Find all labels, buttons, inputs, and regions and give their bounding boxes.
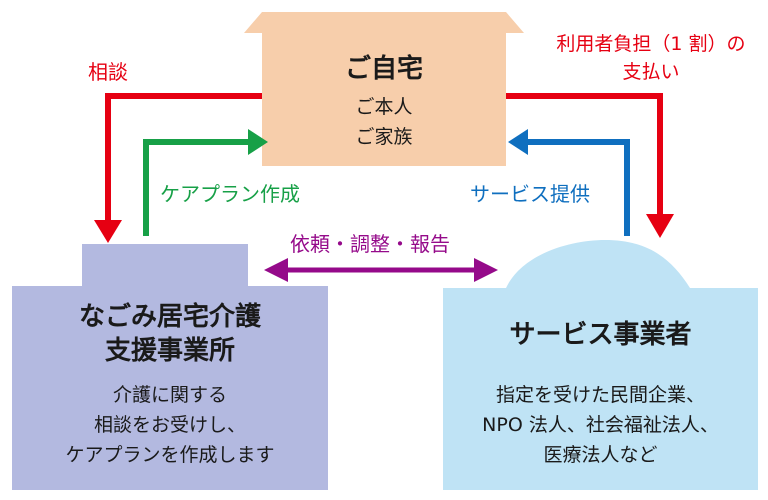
request-arrowhead-left	[264, 258, 288, 282]
payment-label: 利用者負担（1 割）の 支払い	[540, 30, 762, 86]
home-box	[244, 12, 524, 166]
care-office-box	[12, 244, 328, 490]
care-plan-arrow	[143, 139, 250, 236]
care-plan-label: ケアプラン作成	[160, 182, 300, 206]
consult-label: 相談	[88, 60, 128, 84]
consult-arrow	[105, 93, 262, 222]
service-label: サービス提供	[470, 182, 590, 206]
service-arrowhead	[508, 129, 528, 155]
home-title: ご自宅	[344, 54, 423, 84]
care-plan-arrowhead	[248, 129, 268, 155]
payment-arrowhead	[646, 214, 674, 238]
payment-label-line-1: 利用者負担（1 割）の	[556, 33, 746, 55]
service-provider-text: サービス事業者 指定を受けた民間企業、 NPO 法人、社会福祉法人、 医療法人な…	[443, 318, 758, 470]
request-label: 依頼・調整・報告	[290, 232, 450, 256]
home-line-1: ご本人	[355, 96, 413, 118]
care-office-title-line-1: なごみ居宅介護	[78, 302, 261, 332]
care-office-text: なごみ居宅介護 支援事業所 介護に関する 相談をお受けし、 ケアプランを作成しま…	[12, 300, 328, 470]
service-provider-title: サービス事業者	[509, 320, 692, 350]
payment-arrow	[506, 93, 663, 216]
consult-arrowhead	[94, 220, 122, 243]
service-provider-desc-line-2: NPO 法人、社会福祉法人、	[482, 414, 719, 436]
home-line-2: ご家族	[355, 126, 413, 148]
service-arrow	[526, 139, 630, 236]
service-provider-box	[443, 240, 758, 490]
service-provider-desc-line-3: 医療法人など	[543, 444, 658, 466]
payment-label-line-2: 支払い	[622, 61, 680, 83]
home-text: ご自宅 ご本人 ご家族	[262, 52, 506, 152]
care-office-desc-line-1: 介護に関する	[112, 384, 227, 406]
care-office-desc-line-2: 相談をお受けし、	[93, 414, 246, 436]
service-provider-desc-line-1: 指定を受けた民間企業、	[495, 384, 705, 406]
request-arrowhead-right	[474, 258, 498, 282]
care-office-title-line-2: 支援事業所	[104, 336, 235, 366]
care-office-desc-line-3: ケアプランを作成します	[65, 444, 275, 466]
